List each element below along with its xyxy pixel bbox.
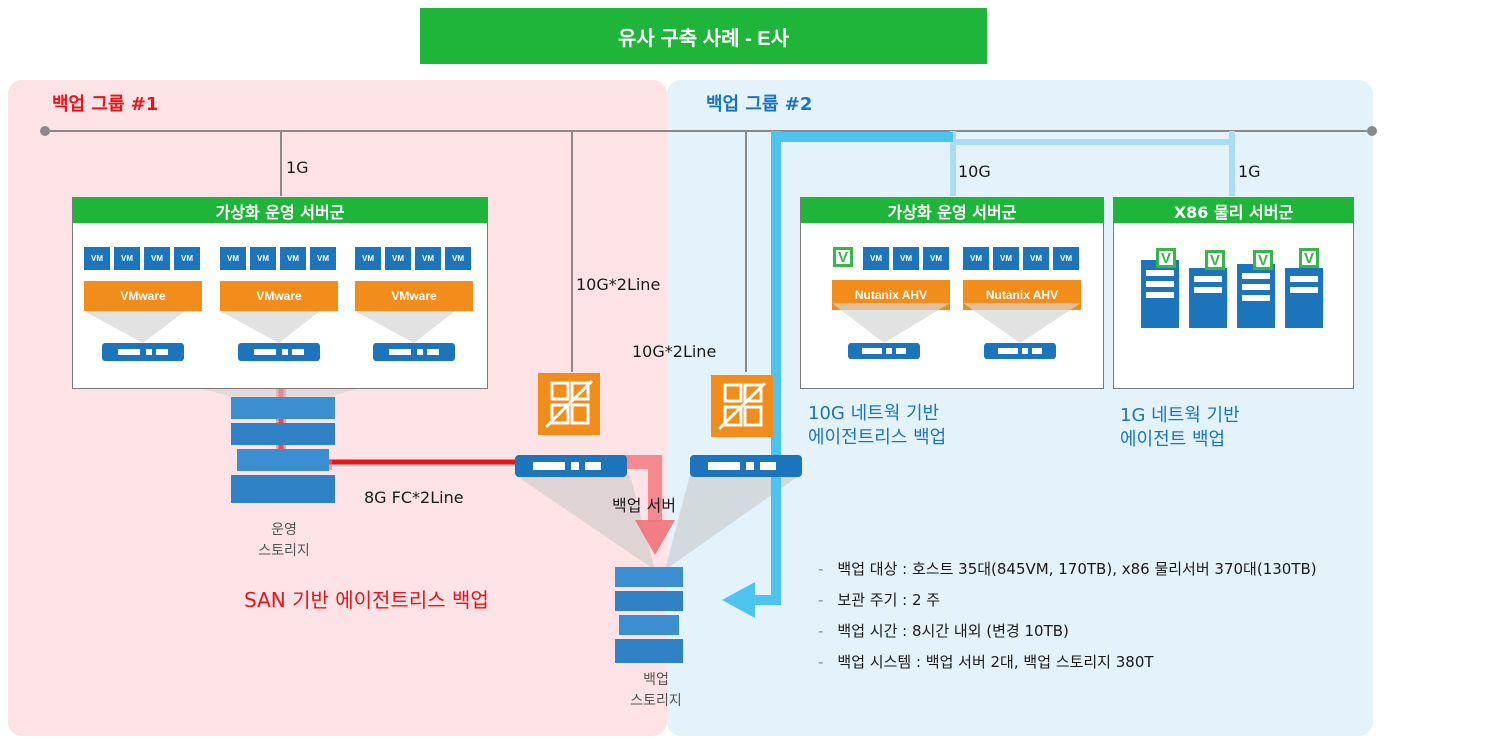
group-2-label: 백업 그룹 #2 — [706, 94, 813, 115]
hypervisor-bar: VMware — [220, 281, 338, 311]
vm-chip: VM — [1023, 247, 1049, 270]
hypervisor-bar: VMware — [84, 281, 202, 311]
link-10g-2line-label: 10G*2Line — [576, 275, 661, 294]
server-icon — [690, 455, 802, 477]
vm-chip: VM — [863, 247, 889, 270]
link-1g-label-2: 1G — [1238, 162, 1261, 181]
vm-chip: VM — [445, 247, 471, 270]
vm-chip: VM — [114, 247, 140, 270]
storage-stack-icon — [615, 567, 683, 663]
link-fc-label: 8G FC*2Line — [364, 488, 464, 507]
server-icon — [238, 343, 320, 361]
hypervisor-bar: Nutanix AHV — [963, 280, 1081, 310]
vm-chip: VM — [84, 247, 110, 270]
note-item: -백업 시스템 : 백업 서버 2대, 백업 스토리지 380T — [818, 653, 1154, 671]
note-item: -보관 주기 : 2 주 — [818, 591, 941, 609]
link-1g-label: 1G — [286, 158, 309, 177]
note-item: -백업 시간 : 8시간 내외 (변경 10TB) — [818, 622, 1069, 640]
vm-chip: VM — [385, 247, 411, 270]
link-10g-label: 10G — [958, 162, 991, 181]
storage-stack-icon — [231, 397, 335, 503]
vm-chip: VM — [893, 247, 919, 270]
agent-v-icon: V — [1205, 250, 1225, 270]
agent-v-icon: V — [833, 247, 853, 267]
hypervisor-bar: VMware — [355, 281, 473, 311]
server-icon — [373, 343, 455, 361]
page-title: 유사 구축 사례 - E사 — [420, 8, 987, 64]
x86-physical-server-group: X86 물리 서버군 — [1113, 197, 1354, 389]
veeam-proxy-icon — [711, 375, 773, 437]
vm-chip: VM — [174, 247, 200, 270]
vm-chip: VM — [1053, 247, 1079, 270]
agent-v-icon: V — [1253, 250, 1273, 270]
box-title: X86 물리 서버군 — [1114, 198, 1353, 223]
agent-v-icon: V — [1156, 248, 1176, 268]
vm-chip: VM — [310, 247, 336, 270]
vm-chip: VM — [144, 247, 170, 270]
backup-server-label: 백업 서버 — [612, 496, 676, 515]
note-item: -백업 대상 : 호스트 35대(845VM, 170TB), x86 물리서버… — [818, 560, 1317, 578]
vm-chip: VM — [280, 247, 306, 270]
vm-chip: VM — [963, 247, 989, 270]
vm-chip: VM — [923, 247, 949, 270]
server-icon — [102, 343, 184, 361]
vm-chip: VM — [250, 247, 276, 270]
box-title: 가상화 운영 서버군 — [801, 198, 1103, 223]
vm-chip: VM — [355, 247, 381, 270]
agent-v-icon: V — [1299, 248, 1319, 268]
vm-chip: VM — [220, 247, 246, 270]
vm-chip: VM — [993, 247, 1019, 270]
group-1-label: 백업 그룹 #1 — [52, 94, 159, 115]
box-title: 가상화 운영 서버군 — [73, 198, 487, 223]
backup-group-2-area — [667, 80, 1373, 736]
vm-chip: VM — [415, 247, 441, 270]
hypervisor-bar: Nutanix AHV — [832, 280, 950, 310]
san-caption: SAN 기반 에이전트리스 백업 — [244, 588, 489, 612]
veeam-proxy-icon — [538, 373, 600, 435]
server-icon — [515, 455, 627, 477]
link-10g-2line-label-2: 10G*2Line — [632, 342, 717, 361]
